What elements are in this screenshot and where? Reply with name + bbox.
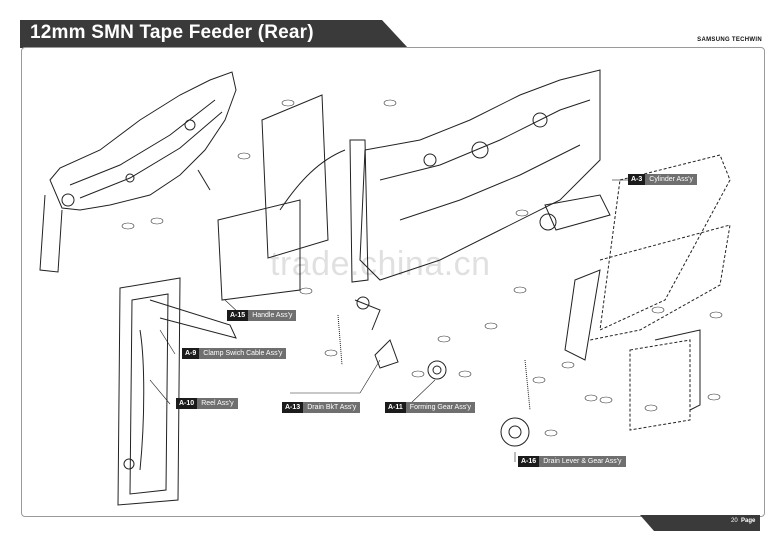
assembly-name: Clamp Swich Cable Ass'y bbox=[199, 348, 287, 359]
assembly-name: Reel Ass'y bbox=[197, 398, 238, 409]
assembly-label-drain-bkt: A-13 Drain BkT Ass'y bbox=[282, 402, 361, 413]
brand-name: SAMSUNG TECHWIN bbox=[697, 37, 762, 43]
title-banner bbox=[20, 20, 408, 48]
assembly-code: A-15 bbox=[227, 310, 249, 321]
assembly-label-drain-lever-gear: A-16 Drain Lever & Gear Ass'y bbox=[518, 456, 626, 467]
assembly-code: A-9 bbox=[182, 348, 200, 359]
assembly-label-clamp-switch-cable: A-9 Clamp Swich Cable Ass'y bbox=[182, 348, 287, 359]
assembly-label-cylinder: A-3 Cylinder Ass'y bbox=[628, 174, 698, 185]
assembly-code: A-13 bbox=[282, 402, 304, 413]
assembly-code: A-10 bbox=[176, 398, 198, 409]
page-title: 12mm SMN Tape Feeder (Rear) bbox=[30, 22, 314, 43]
assembly-label-reel: A-10 Reel Ass'y bbox=[176, 398, 238, 409]
assembly-label-forming-gear: A-11 Forming Gear Ass'y bbox=[385, 402, 476, 413]
assembly-label-handle: A-15 Handle Ass'y bbox=[227, 310, 297, 321]
assembly-name: Cylinder Ass'y bbox=[645, 174, 698, 185]
page-word: Page bbox=[741, 518, 756, 524]
assembly-code: A-16 bbox=[518, 456, 540, 467]
page-tab bbox=[640, 515, 760, 531]
drawing-frame bbox=[21, 47, 765, 517]
watermark: trade.china.cn bbox=[270, 245, 491, 283]
assembly-name: Drain BkT Ass'y bbox=[303, 402, 361, 413]
assembly-name: Forming Gear Ass'y bbox=[405, 402, 476, 413]
assembly-code: A-11 bbox=[385, 402, 406, 413]
page-number: 20 bbox=[731, 518, 738, 524]
assembly-code: A-3 bbox=[628, 174, 646, 185]
assembly-name: Handle Ass'y bbox=[248, 310, 297, 321]
assembly-name: Drain Lever & Gear Ass'y bbox=[539, 456, 626, 467]
